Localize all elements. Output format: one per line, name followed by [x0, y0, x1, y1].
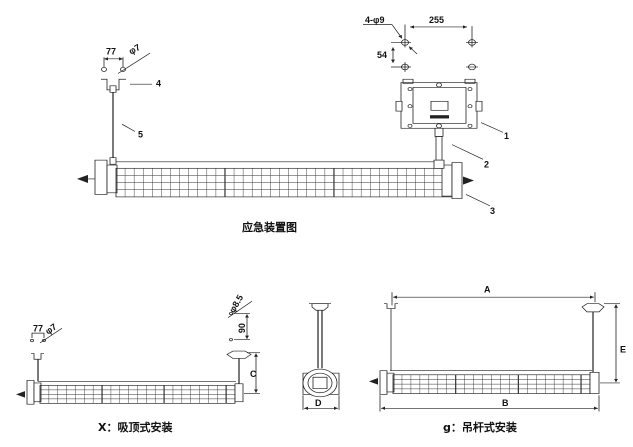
indicator-lights [430, 115, 449, 119]
ceiling-mount-caption: X：吸顶式安装 [98, 420, 172, 434]
height-dim-c: C [250, 369, 257, 379]
right-end-cap [451, 162, 463, 199]
left-end-cap [94, 159, 108, 195]
right-arrow-icon [463, 176, 474, 185]
mount-base [226, 350, 252, 359]
left-arrow-icon [77, 174, 88, 184]
rod-mount-diagram: A B E g：吊杆式安装 [369, 284, 626, 434]
spacing-dim: 77 [33, 323, 43, 333]
mount-hole [120, 67, 126, 72]
display-window [430, 100, 449, 111]
mounting-hole-pattern: 4-φ9 255 54 [363, 15, 478, 72]
lamp-grid [393, 374, 590, 394]
rod-mount-caption: g：吊杆式安装 [443, 420, 517, 434]
left-hanger: 77 φ7 4 5 [101, 42, 161, 165]
diameter-dim: φ7 [43, 322, 58, 337]
part-label-4: 4 [156, 79, 161, 89]
offset-dim: 90 [237, 323, 247, 333]
emergency-device-diagram: 77 φ7 4 5 [77, 15, 509, 234]
side-view-diagram: D [302, 303, 340, 410]
part-label-2: 2 [484, 159, 489, 169]
height-dim: 54 [377, 50, 387, 60]
part-label-5: 5 [138, 129, 143, 139]
height-dim-e: E [620, 345, 626, 355]
emergency-device-caption: 应急装置图 [242, 220, 297, 234]
hole-spec-dim: 4-φ9 [365, 15, 384, 25]
width-dim-d: D [315, 398, 322, 408]
hole-dim: φ8.5 [227, 293, 245, 314]
mount-hole [101, 67, 107, 72]
connecting-rod [435, 136, 443, 161]
rod-mount-base [581, 303, 605, 313]
lamp-body [77, 159, 474, 199]
lamp-grid [40, 385, 235, 404]
width-dim: 255 [429, 15, 444, 25]
part-label-3: 3 [490, 206, 495, 216]
length-dim-a: A [484, 284, 491, 294]
length-dim-b: B [502, 398, 509, 408]
left-arrow-icon [369, 378, 378, 385]
lamp-grid [116, 168, 452, 197]
diameter-dim: φ7 [127, 42, 142, 56]
part-label-1: 1 [504, 131, 509, 141]
ceiling-mount-diagram: 77 φ7 C φ8.5 90 X：吸顶式安装 [16, 293, 260, 434]
spacing-dim: 77 [106, 47, 116, 57]
left-arrow-icon [16, 391, 25, 398]
emergency-box [395, 78, 483, 169]
